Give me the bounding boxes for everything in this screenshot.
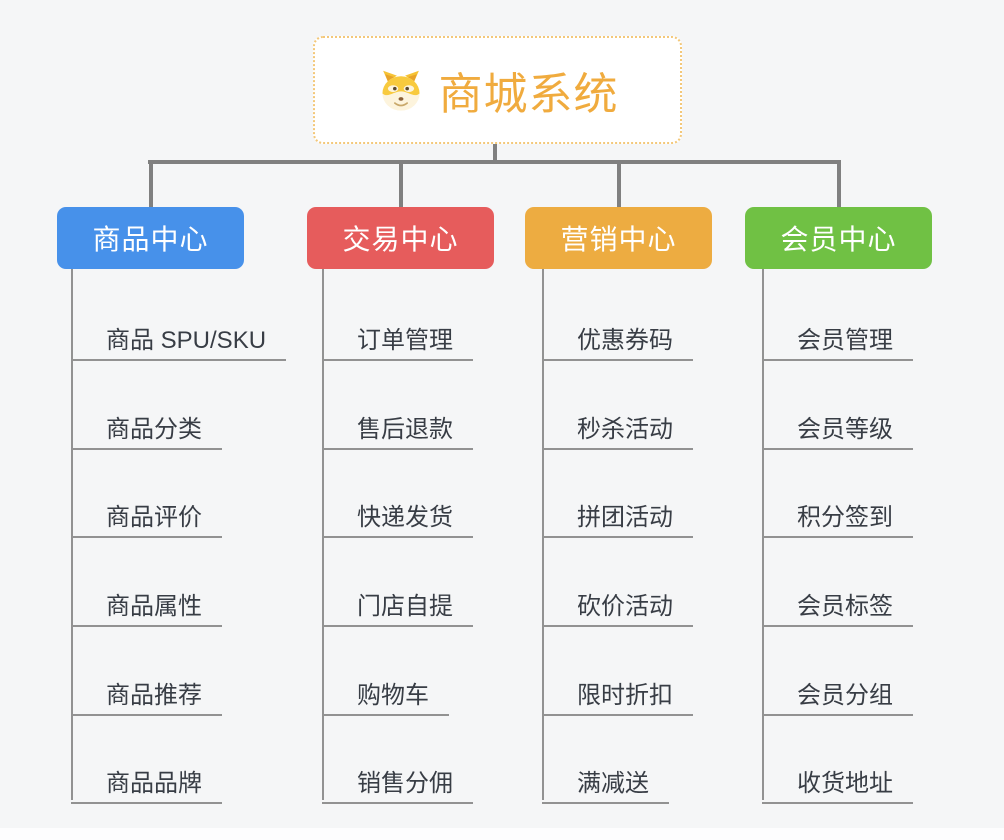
leaf-node-product-center-2[interactable]: 商品评价 bbox=[71, 492, 222, 538]
leaf-node-trade-center-0[interactable]: 订单管理 bbox=[322, 315, 473, 361]
leaf-node-trade-center-1[interactable]: 售后退款 bbox=[322, 404, 473, 450]
leaf-node-marketing-center-2[interactable]: 拼团活动 bbox=[542, 492, 693, 538]
leaf-node-member-center-2[interactable]: 积分签到 bbox=[762, 492, 913, 538]
leaf-line-product-center bbox=[71, 269, 73, 800]
leaf-node-product-center-3[interactable]: 商品属性 bbox=[71, 581, 222, 627]
leaf-node-member-center-0[interactable]: 会员管理 bbox=[762, 315, 913, 361]
connector-drop-trade-center bbox=[398, 160, 403, 207]
leaf-node-marketing-center-4[interactable]: 限时折扣 bbox=[542, 670, 693, 716]
leaf-line-member-center bbox=[762, 269, 764, 800]
connector-drop-member-center bbox=[836, 160, 841, 207]
leaf-node-trade-center-4[interactable]: 购物车 bbox=[322, 670, 449, 716]
branch-node-product-center[interactable]: 商品中心 bbox=[57, 207, 244, 269]
leaf-node-marketing-center-1[interactable]: 秒杀活动 bbox=[542, 404, 693, 450]
root-node-title: 商城系统 bbox=[438, 70, 619, 119]
dog-face-icon bbox=[381, 70, 420, 111]
leaf-node-marketing-center-0[interactable]: 优惠券码 bbox=[542, 315, 693, 361]
connector-root-stub bbox=[493, 140, 497, 162]
root-node[interactable]: 商城系统 bbox=[313, 36, 682, 144]
leaf-node-member-center-5[interactable]: 收货地址 bbox=[762, 758, 913, 804]
leaf-node-marketing-center-5[interactable]: 满减送 bbox=[542, 758, 669, 804]
connector-drop-marketing-center bbox=[616, 160, 621, 207]
leaf-line-trade-center bbox=[322, 269, 324, 800]
leaf-line-marketing-center bbox=[542, 269, 544, 800]
connector-drop-product-center bbox=[148, 160, 153, 207]
connector-horizontal-bar bbox=[148, 160, 840, 164]
leaf-node-product-center-4[interactable]: 商品推荐 bbox=[71, 670, 222, 716]
leaf-node-member-center-1[interactable]: 会员等级 bbox=[762, 404, 913, 450]
leaf-node-marketing-center-3[interactable]: 砍价活动 bbox=[542, 581, 693, 627]
leaf-node-product-center-5[interactable]: 商品品牌 bbox=[71, 758, 222, 804]
leaf-node-member-center-4[interactable]: 会员分组 bbox=[762, 670, 913, 716]
leaf-node-trade-center-3[interactable]: 门店自提 bbox=[322, 581, 473, 627]
branch-node-trade-center[interactable]: 交易中心 bbox=[307, 207, 494, 269]
leaf-node-trade-center-2[interactable]: 快递发货 bbox=[322, 492, 473, 538]
branch-node-member-center[interactable]: 会员中心 bbox=[745, 207, 932, 269]
canvas-bottom-edge bbox=[0, 828, 1004, 840]
leaf-node-product-center-1[interactable]: 商品分类 bbox=[71, 404, 222, 450]
leaf-node-product-center-0[interactable]: 商品 SPU/SKU bbox=[71, 315, 287, 361]
leaf-node-trade-center-5[interactable]: 销售分佣 bbox=[322, 758, 473, 804]
leaf-node-member-center-3[interactable]: 会员标签 bbox=[762, 581, 913, 627]
branch-node-marketing-center[interactable]: 营销中心 bbox=[525, 207, 712, 269]
